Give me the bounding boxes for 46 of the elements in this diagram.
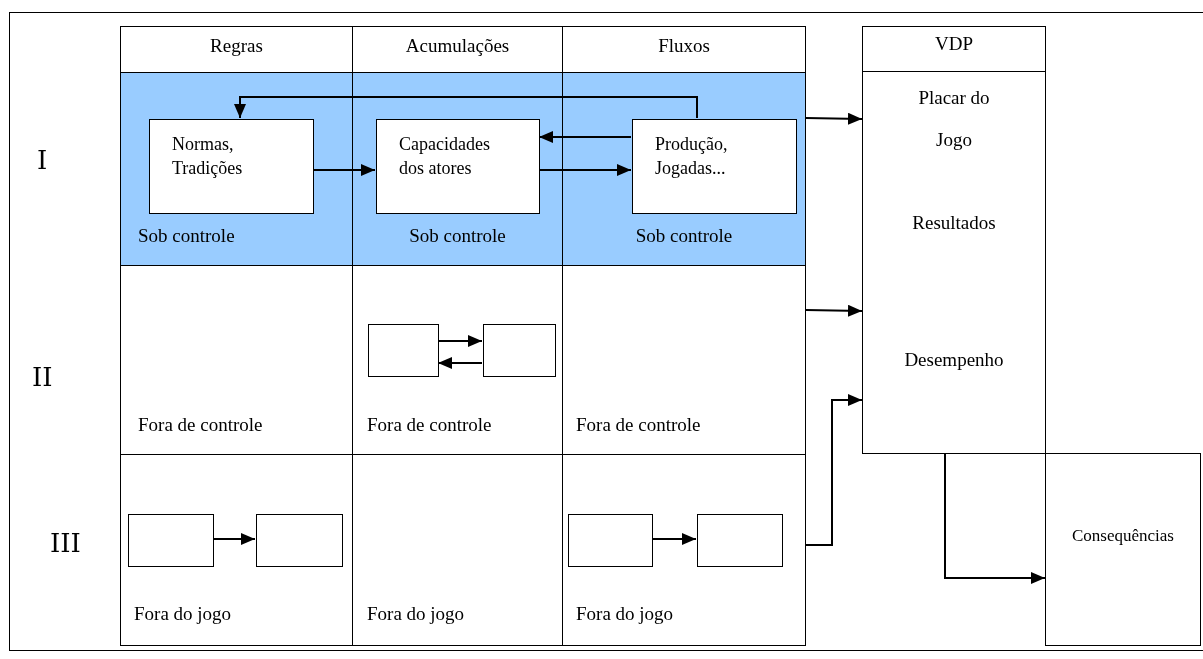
arrow (805, 304, 863, 317)
row-numeral: II (32, 362, 53, 392)
grid-cell (562, 454, 806, 646)
process-box: Capacidades dos atores (376, 119, 540, 214)
arrow (437, 357, 483, 369)
arrow (538, 131, 632, 143)
panel-text: Placar do Jogo (917, 86, 991, 152)
grid-cell (562, 72, 806, 266)
empty-box (483, 324, 556, 377)
arrow (944, 453, 1046, 584)
arrow (651, 533, 697, 545)
arrow (538, 164, 632, 176)
grid-cell (120, 454, 353, 646)
grid-cell (352, 72, 563, 266)
process-box: Consequências (1045, 453, 1201, 646)
cell-label: Fora do jogo (576, 603, 674, 625)
cell-label: Fora de controle (138, 414, 263, 436)
column-header: Regras (120, 26, 353, 73)
cell-label: Fora de controle (367, 414, 492, 436)
arrow (234, 96, 698, 119)
cell-label: Fora de controle (576, 414, 701, 436)
empty-box (697, 514, 783, 567)
empty-box (368, 324, 439, 377)
cell-label: Fora do jogo (134, 603, 232, 625)
row-numeral: I (37, 145, 48, 175)
grid-cell (120, 72, 353, 266)
arrow (312, 164, 376, 176)
process-box: Produção, Jogadas... (632, 119, 797, 214)
cell-label: Fora do jogo (367, 603, 465, 625)
panel-text: Desempenho (903, 348, 1005, 372)
arrow (437, 335, 483, 347)
panel-text: Resultados (911, 211, 997, 235)
vdp-panel (862, 26, 1046, 454)
row-numeral: III (50, 528, 81, 558)
empty-box (256, 514, 343, 567)
arrow (805, 394, 863, 546)
column-header: Fluxos (562, 26, 806, 73)
empty-box (568, 514, 653, 567)
cell-label: Sob controle (409, 225, 506, 247)
arrow (805, 112, 863, 125)
cell-label: Sob controle (635, 225, 733, 247)
cell-label: Sob controle (138, 225, 235, 247)
process-box: Normas, Tradições (149, 119, 314, 214)
arrow (212, 533, 256, 545)
empty-box (128, 514, 214, 567)
panel-heading: VDP (934, 32, 974, 56)
